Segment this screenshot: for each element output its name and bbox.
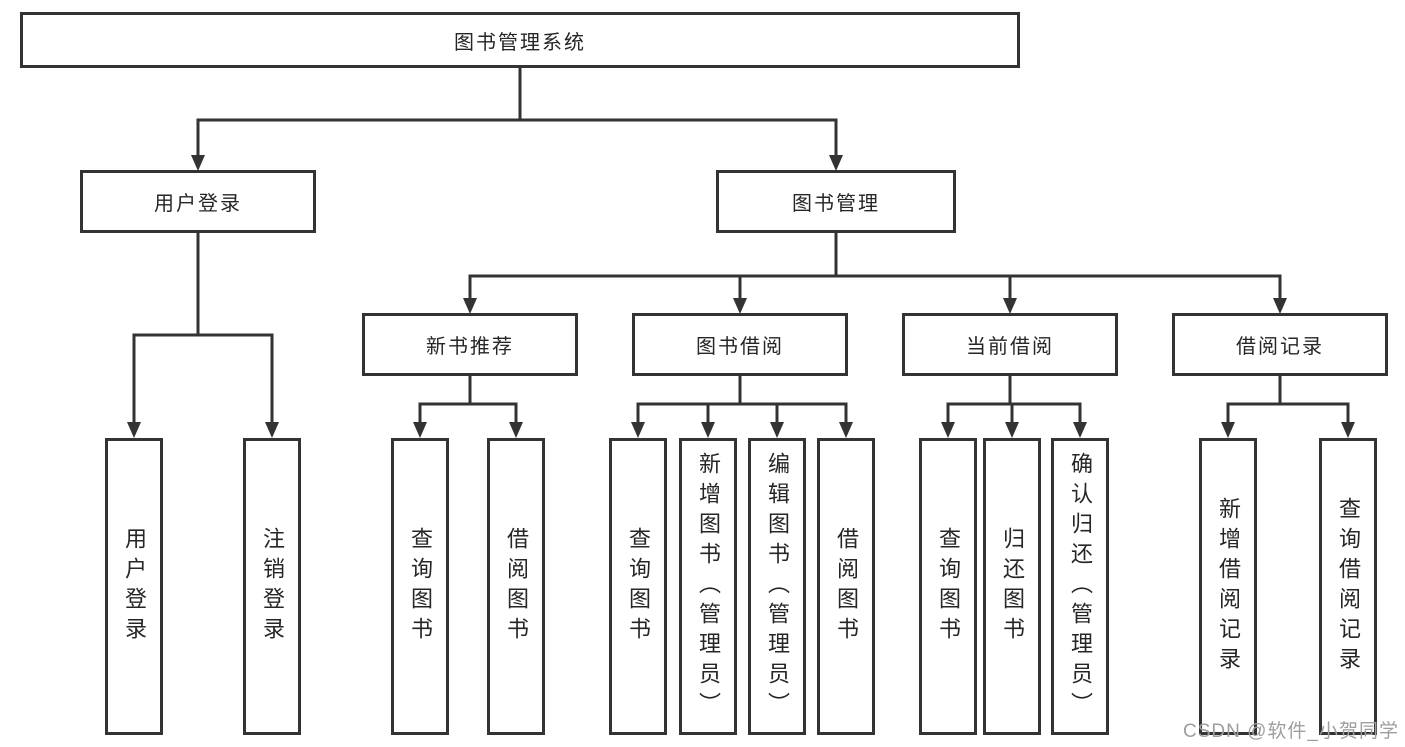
csdn-watermark: CSDN @软件_小贺同学	[1183, 721, 1399, 742]
leaf-borrow-books-recommend: 借阅图书	[487, 438, 545, 735]
node-user-login: 用户登录	[80, 170, 316, 233]
leaf-edit-books-admin: 编辑图书（管理员）	[748, 438, 806, 735]
node-borrowing-records: 借阅记录	[1172, 313, 1388, 376]
leaf-user-login: 用户登录	[105, 438, 163, 735]
node-book-borrowing: 图书借阅	[632, 313, 848, 376]
leaf-return-books: 归还图书	[983, 438, 1041, 735]
leaf-query-books-recommend: 查询图书	[391, 438, 449, 735]
leaf-query-borrow-record: 查询借阅记录	[1319, 438, 1377, 735]
leaf-add-books-admin: 新增图书（管理员）	[679, 438, 737, 735]
leaf-query-books-current: 查询图书	[919, 438, 977, 735]
node-book-management: 图书管理	[716, 170, 956, 233]
node-root-library-management-system: 图书管理系统	[20, 12, 1020, 68]
leaf-add-borrow-record: 新增借阅记录	[1199, 438, 1257, 735]
connector-lines	[132, 68, 1350, 423]
node-new-book-recommendation: 新书推荐	[362, 313, 578, 376]
node-current-borrowing: 当前借阅	[902, 313, 1118, 376]
leaf-confirm-return-admin: 确认归还（管理员）	[1051, 438, 1109, 735]
leaf-borrow-books: 借阅图书	[817, 438, 875, 735]
leaf-query-books-borrow: 查询图书	[609, 438, 667, 735]
leaf-logout: 注销登录	[243, 438, 301, 735]
